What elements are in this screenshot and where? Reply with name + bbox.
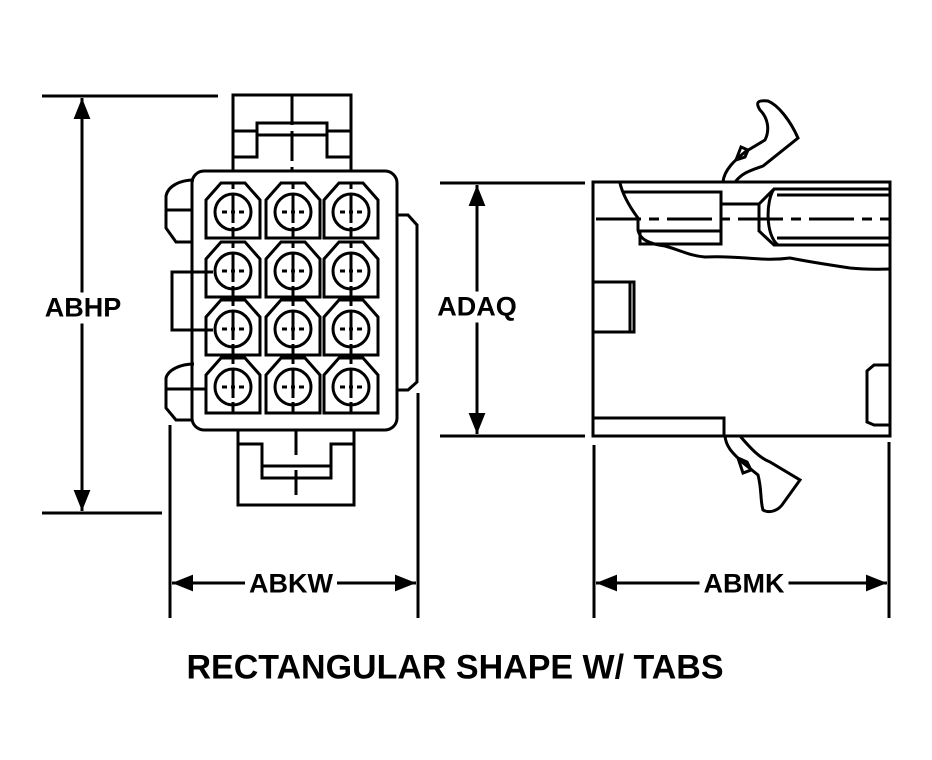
terminal-cavity xyxy=(204,181,262,240)
terminal-cavity xyxy=(264,240,322,299)
connector-side-view xyxy=(591,99,892,514)
dimension-label-adaq: ADAQ xyxy=(433,291,521,323)
terminal-cavity xyxy=(322,181,380,240)
drawing-title: RECTANGULAR SHAPE W/ TABS xyxy=(186,648,724,687)
terminal-cavity xyxy=(204,240,262,299)
terminal-cavity xyxy=(322,298,380,357)
terminal-cavity xyxy=(204,356,262,415)
dimension-label-abhp: ABHP xyxy=(40,292,126,324)
terminal-cavity xyxy=(264,181,322,240)
terminal-cavity xyxy=(322,240,380,299)
terminal-cavity xyxy=(264,356,322,415)
connector-front-view xyxy=(164,93,419,507)
terminal-cavity xyxy=(322,356,380,415)
terminal-cavity xyxy=(264,298,322,357)
terminal-cavity xyxy=(204,298,262,357)
dimension-label-abkw: ABKW xyxy=(245,568,337,600)
dimension-label-abmk: ABMK xyxy=(699,568,789,600)
